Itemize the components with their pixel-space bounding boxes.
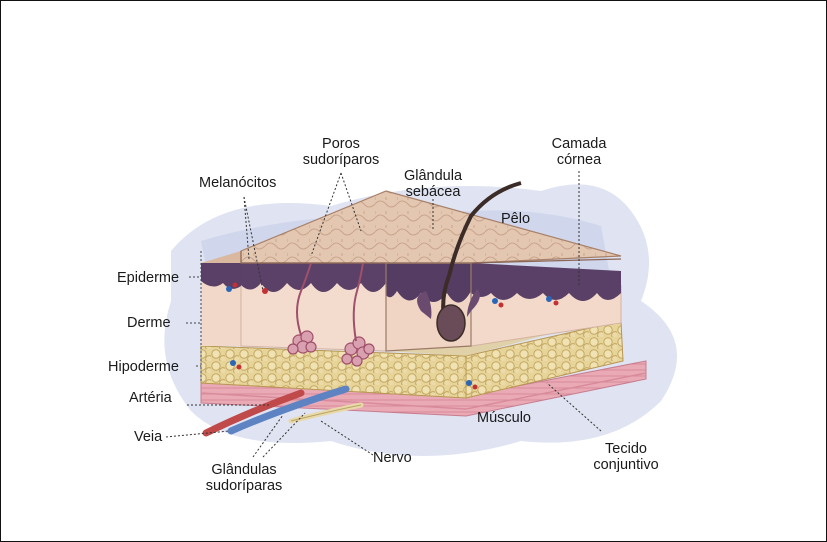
label-tecido-conjuntivo: Tecido conjuntivo <box>576 441 676 473</box>
label-hipoderme: Hipoderme <box>108 359 179 375</box>
label-glandula-sebacea: Glândula sebácea <box>393 168 473 200</box>
label-tecido-line2: conjuntivo <box>576 457 676 473</box>
label-musculo: Músculo <box>477 410 531 426</box>
label-poros-line1: Poros <box>286 136 396 152</box>
label-glandulas-sudoriparas: Glândulas sudoríparas <box>194 462 294 494</box>
label-camada: Camada córnea <box>539 136 619 168</box>
label-pelo: Pêlo <box>501 211 530 227</box>
label-tecido-line1: Tecido <box>576 441 676 457</box>
label-glandula-line1: Glândula <box>393 168 473 184</box>
label-poros: Poros sudoríparos <box>286 136 396 168</box>
label-camada-line1: Camada <box>539 136 619 152</box>
label-derme: Derme <box>127 315 171 331</box>
label-epiderme: Epiderme <box>117 270 179 286</box>
label-poros-line2: sudoríparos <box>286 152 396 168</box>
label-glandulas-line2: sudoríparas <box>194 478 294 494</box>
label-glandula-line2: sebácea <box>393 184 473 200</box>
label-camada-line2: córnea <box>539 152 619 168</box>
label-arteria: Artéria <box>129 390 172 406</box>
label-glandulas-line1: Glândulas <box>194 462 294 478</box>
label-melanocitos: Melanócitos <box>199 175 276 191</box>
label-nervo: Nervo <box>373 450 412 466</box>
label-veia: Veia <box>134 429 162 445</box>
